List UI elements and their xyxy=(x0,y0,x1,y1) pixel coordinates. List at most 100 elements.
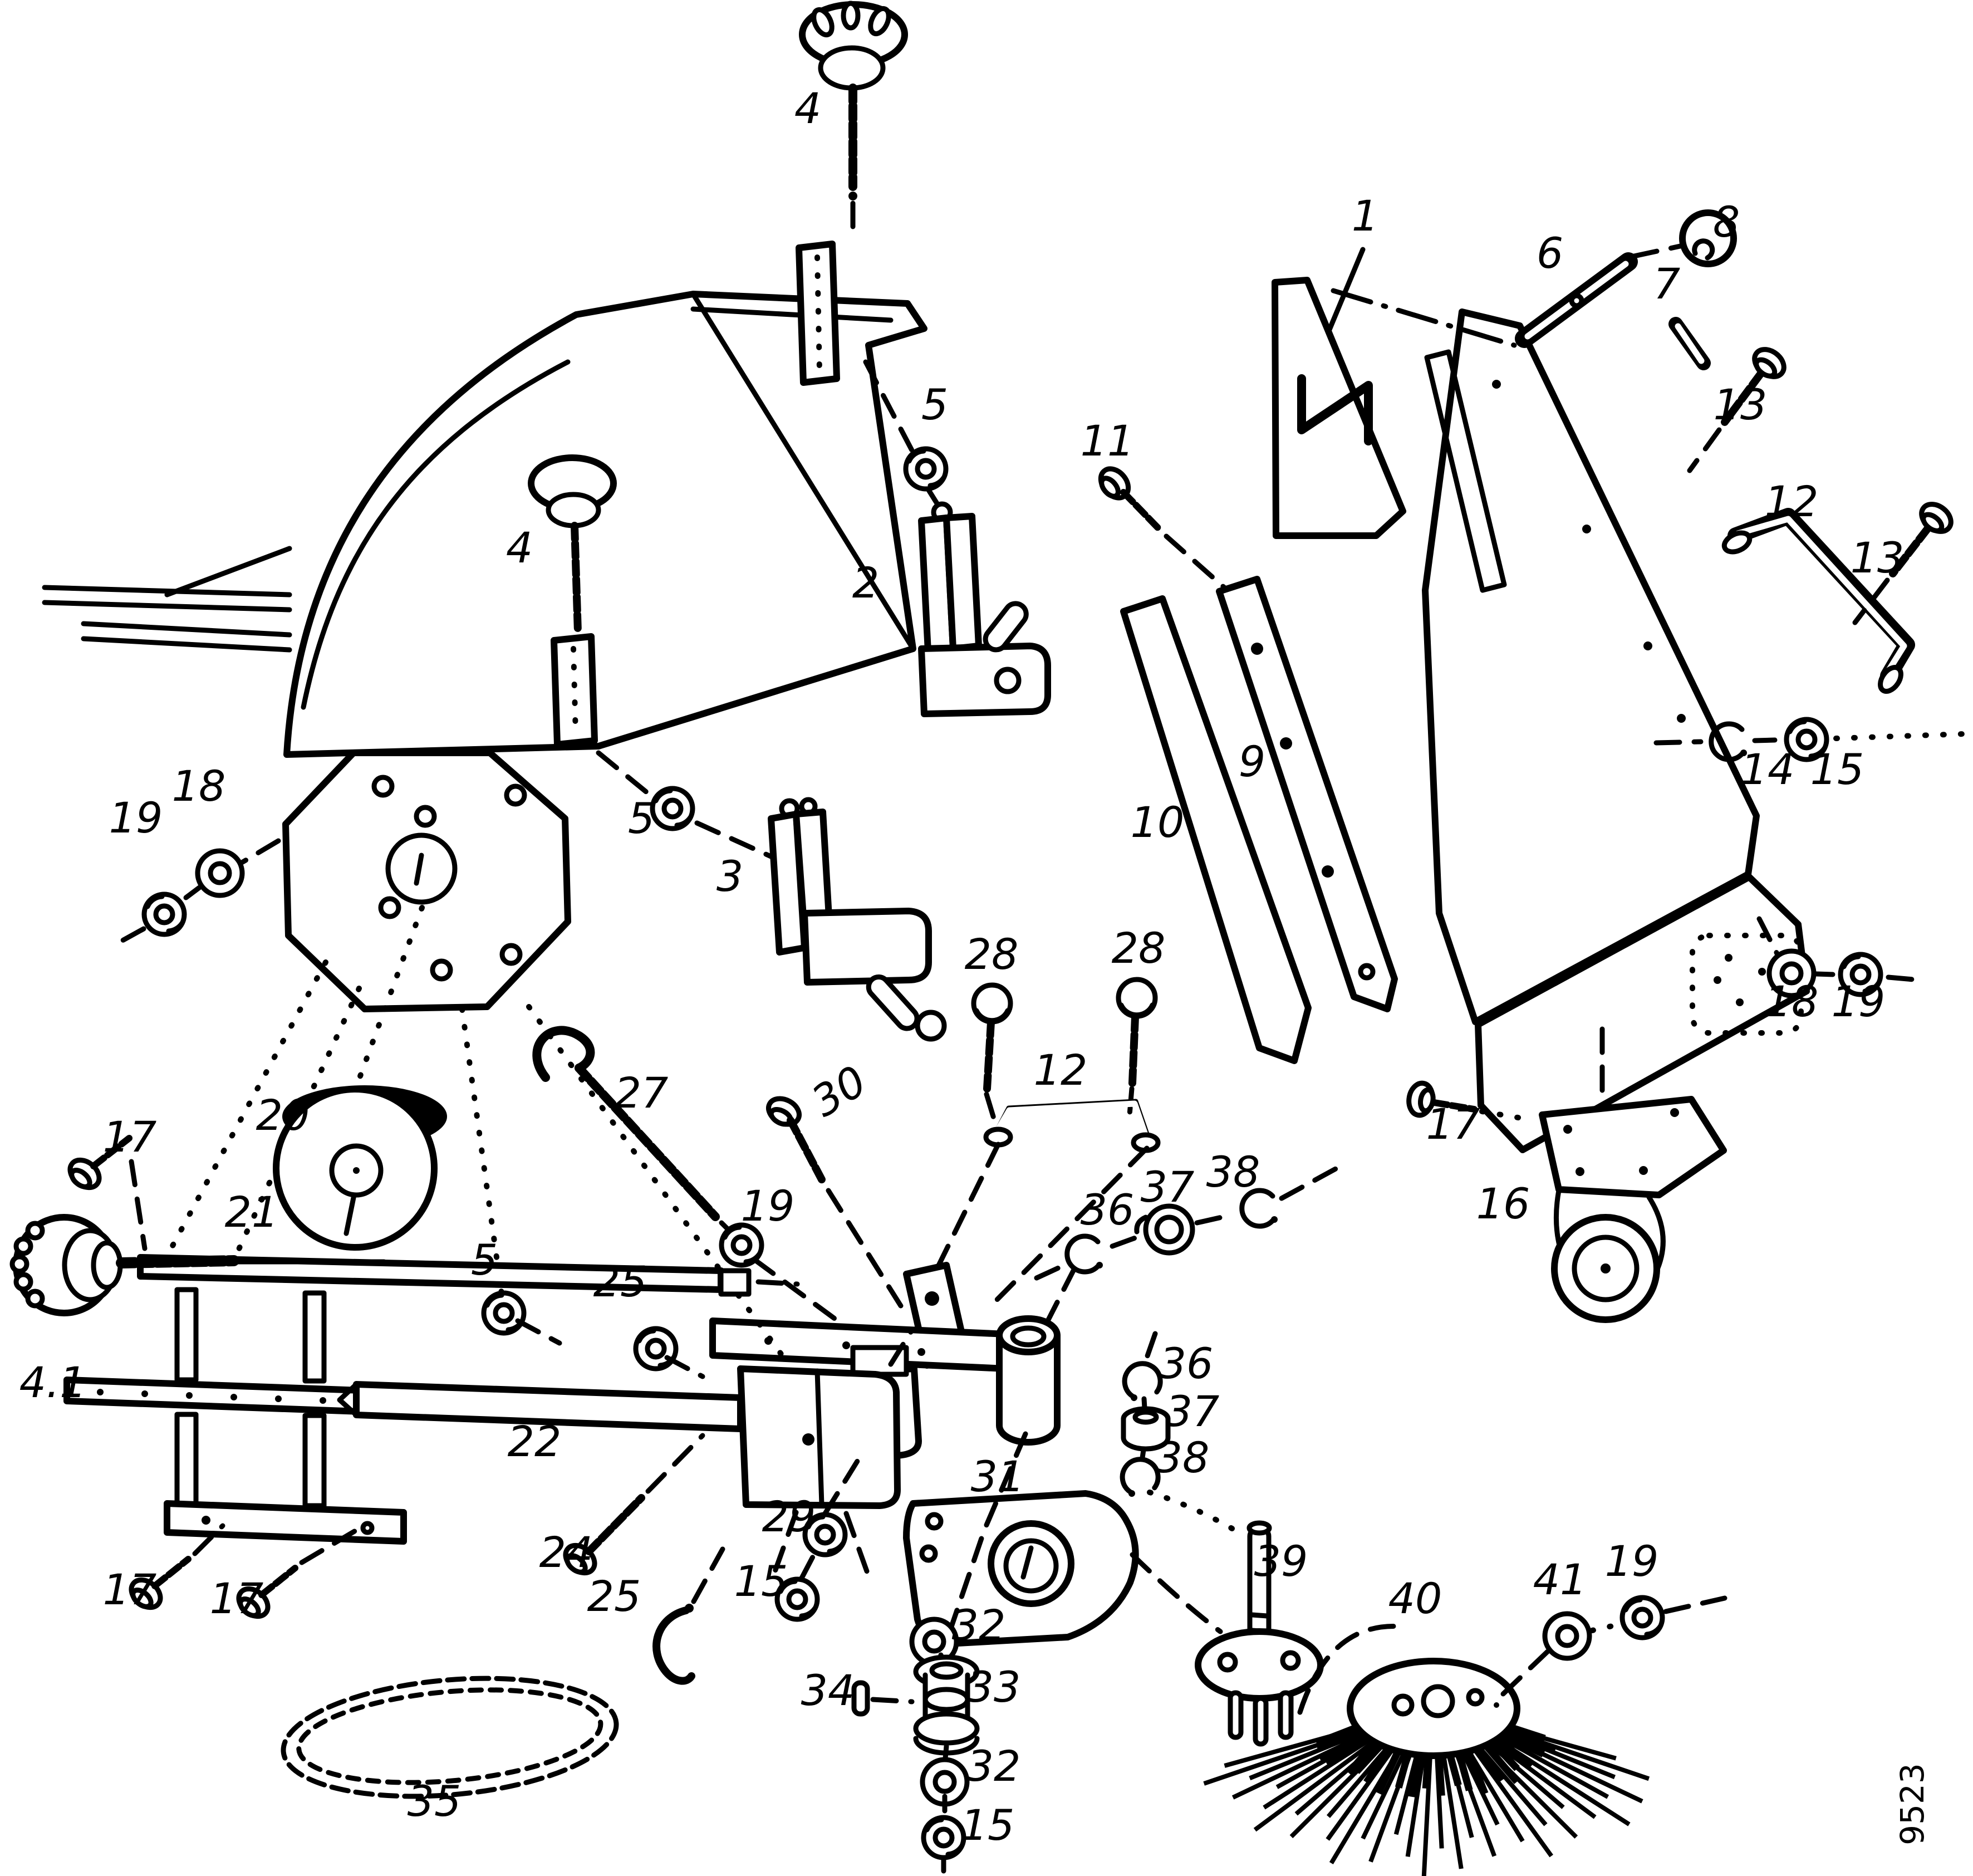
brush-bristle xyxy=(1253,1738,1378,1832)
part-label: 34 xyxy=(801,1666,855,1715)
part-label: 6 xyxy=(1537,228,1563,278)
part-label: 37 xyxy=(1166,1387,1220,1436)
frame-21 xyxy=(9,905,800,1622)
part-label: 40 xyxy=(1388,1574,1442,1623)
part-label: 19 xyxy=(741,1181,795,1231)
part-label: 25 xyxy=(593,1257,647,1306)
part-label: 32 xyxy=(952,1600,1006,1650)
knob-4-1 xyxy=(9,1214,387,1316)
part-label: 9 xyxy=(1239,737,1265,786)
part-label: 32 xyxy=(967,1741,1021,1791)
brush-bristle xyxy=(1489,1738,1597,1819)
spacer-column xyxy=(851,1431,1028,1874)
part-label: 27 xyxy=(615,1068,669,1118)
part-label: 36 xyxy=(1081,1185,1135,1235)
part-label: 12 xyxy=(1034,1045,1088,1095)
caster-mount-outline xyxy=(1690,933,1804,1036)
part-label: 29 xyxy=(762,1492,816,1541)
part-label: 38 xyxy=(1206,1147,1260,1197)
ring-set-lower xyxy=(1120,1331,1247,1539)
washer-nut-row-left xyxy=(109,838,281,949)
right-panel-assembly xyxy=(1272,247,1810,1153)
part-label: 41 xyxy=(1533,1555,1587,1604)
brush-bristle xyxy=(1498,1735,1609,1799)
part-label: 36 xyxy=(1160,1339,1214,1388)
carriage-bolt-28 xyxy=(974,985,1010,1022)
part-label: 4 xyxy=(506,523,533,572)
part-label: 17 xyxy=(1426,1099,1480,1149)
spindle-39 xyxy=(1195,1520,1324,1747)
latch-bracket-3 xyxy=(596,750,947,1042)
part-label: 25 xyxy=(587,1571,641,1621)
brush-bristle xyxy=(1316,1726,1365,1752)
part-label: 17 xyxy=(103,1112,157,1162)
hood-assembly xyxy=(42,291,927,758)
part-label: 15 xyxy=(734,1556,788,1606)
snap-ring-38 xyxy=(1120,1457,1161,1498)
hex-bolt-30 xyxy=(764,1094,803,1130)
part-label: 8 xyxy=(1713,197,1740,247)
flange-nut xyxy=(652,788,693,829)
flange-nut-19 xyxy=(1622,1598,1662,1638)
caster-wheel xyxy=(1406,1026,1727,1323)
part-label: 17 xyxy=(210,1574,264,1623)
figure-code: 9523 xyxy=(1893,1763,1931,1845)
washer-18 xyxy=(198,851,242,895)
brush-bristle xyxy=(1361,1746,1409,1840)
part-label: 13 xyxy=(1714,380,1768,429)
flange-nut xyxy=(906,449,946,489)
handle-right xyxy=(1687,344,1956,694)
arm-22 xyxy=(337,1329,914,1579)
mount-plate xyxy=(282,750,571,1012)
part-label: 19 xyxy=(1832,977,1886,1026)
part-label: 2 xyxy=(852,558,879,608)
brush-bristle xyxy=(1440,1748,1464,1869)
flange-nut-19 xyxy=(144,894,184,934)
part-label: 3 xyxy=(716,851,743,901)
part-label: 7 xyxy=(1653,259,1680,308)
part-label: 33 xyxy=(967,1662,1021,1712)
part-label: 38 xyxy=(1156,1433,1210,1482)
part-label: 14 xyxy=(1741,744,1795,794)
brush-bristle xyxy=(1503,1726,1557,1753)
part-label: 19 xyxy=(1605,1536,1659,1586)
part-label: 37 xyxy=(1141,1162,1195,1212)
part-label: 19 xyxy=(109,793,163,843)
roll-pin-34 xyxy=(851,1680,870,1717)
clip-nut-row-14-15 xyxy=(1653,719,1967,760)
brush-bristle xyxy=(1506,1723,1546,1742)
flange-nut-15 xyxy=(924,1818,964,1858)
part-label: 11 xyxy=(1081,416,1135,466)
part-label: 1 xyxy=(1352,191,1378,241)
eye-bolt-27 xyxy=(532,1026,904,1338)
part-label: 16 xyxy=(1476,1179,1530,1228)
pulley-20 xyxy=(273,1085,447,1251)
part-label: 5 xyxy=(921,380,948,429)
flange-nut-5 xyxy=(484,1293,524,1333)
part-label: 18 xyxy=(172,761,226,811)
brush-bristle xyxy=(1405,1748,1427,1857)
part-label: 28 xyxy=(1112,923,1166,973)
part-label: 17 xyxy=(103,1565,157,1614)
snap-ring-36 xyxy=(1122,1361,1163,1402)
brush-bristle xyxy=(1315,1723,1361,1747)
ring-set-upper xyxy=(1034,1162,1346,1326)
hook-pin-25 xyxy=(652,1606,695,1685)
part-label: 39 xyxy=(1254,1536,1308,1586)
small-hardware-center xyxy=(560,1433,860,1685)
snap-ring-36 xyxy=(1067,1236,1103,1272)
hitch-arm xyxy=(709,1262,1061,1459)
knob-bolt-top xyxy=(796,1,908,386)
part-label: 22 xyxy=(508,1417,562,1466)
part-label: 4 xyxy=(794,84,821,133)
part-label: 21 xyxy=(225,1187,279,1237)
handle-mid xyxy=(924,979,1161,1311)
washer-41 xyxy=(1545,1614,1589,1658)
flap-strips xyxy=(1095,463,1398,1064)
part-label: 15 xyxy=(961,1800,1015,1850)
part-label: 24 xyxy=(539,1527,593,1577)
brush-40 xyxy=(1203,1598,1727,1876)
flange-nut-25 xyxy=(636,1329,676,1369)
brush-bristle xyxy=(1318,1729,1370,1763)
